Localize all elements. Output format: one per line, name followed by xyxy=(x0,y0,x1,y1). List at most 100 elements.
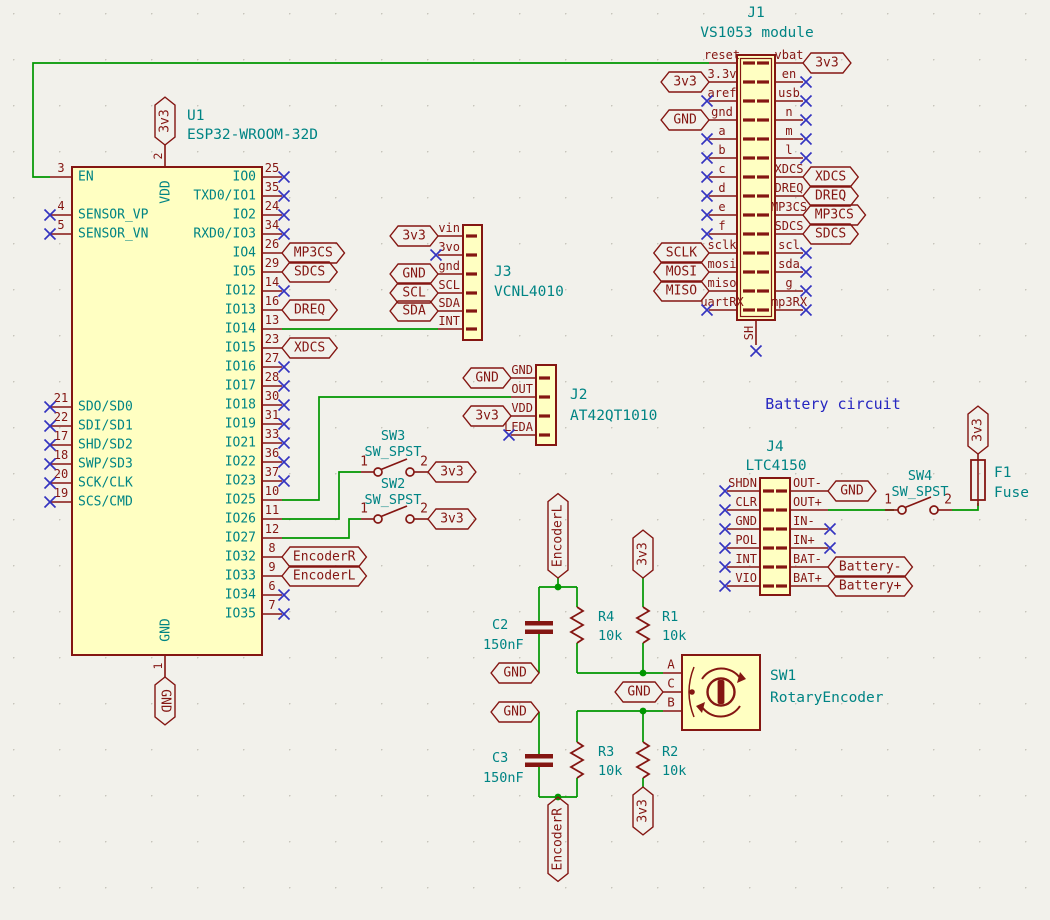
pin-number: 7 xyxy=(268,598,275,612)
pin-name: IN+ xyxy=(793,533,815,547)
net-label-DREQ[interactable]: DREQ xyxy=(281,299,339,321)
power-label-3v3[interactable]: 3v3 xyxy=(632,786,654,836)
j1-vs1053-symbol[interactable] xyxy=(736,54,776,321)
j4-value: LTC4150 xyxy=(745,458,806,474)
pin-name: n xyxy=(785,105,792,119)
pin-name: miso xyxy=(708,276,737,290)
net-label-SDCS[interactable]: SDCS xyxy=(281,261,339,283)
net-label-GND[interactable]: GND xyxy=(490,701,540,723)
pin-number: 9 xyxy=(268,560,275,574)
pin-number: 35 xyxy=(265,180,279,194)
r2-ref: R2 xyxy=(662,744,678,760)
net-label-GND[interactable]: GND xyxy=(660,109,710,131)
pin-name: BAT+ xyxy=(793,571,822,585)
resistor-symbol[interactable] xyxy=(635,606,651,644)
net-label-GND[interactable]: GND xyxy=(827,480,877,502)
net-label-3v3[interactable]: 3v3 xyxy=(462,405,512,427)
pin-name: C xyxy=(667,676,675,691)
power-label-gnd-u1[interactable]: GND xyxy=(154,676,176,726)
pin-name: IO35 xyxy=(225,607,256,622)
no-connect-icon xyxy=(277,170,291,184)
no-connect-icon xyxy=(277,474,291,488)
pin-name: scl xyxy=(778,238,800,252)
pin-name: IO5 xyxy=(233,265,256,280)
pin-name: A xyxy=(667,657,675,672)
net-label-SCL[interactable]: SCL xyxy=(389,282,439,304)
r3-value: 10k xyxy=(598,763,622,779)
pin-name: OUT+ xyxy=(793,495,822,509)
capacitor-plate[interactable] xyxy=(525,621,553,626)
net-label-GND[interactable]: GND xyxy=(462,367,512,389)
pin-number: 20 xyxy=(54,467,68,481)
pin-number: 8 xyxy=(268,541,275,555)
power-label-3v3[interactable]: 3v3 xyxy=(967,405,989,455)
power-label-3v3[interactable]: 3v3 xyxy=(632,529,654,579)
pin-number: 27 xyxy=(265,351,279,365)
net-label-text: XDCS xyxy=(815,170,846,185)
resistor-symbol[interactable] xyxy=(569,741,585,779)
net-label-XDCS[interactable]: XDCS xyxy=(281,337,339,359)
pin-number: 19 xyxy=(54,486,68,500)
j2-at42qt1010-symbol[interactable] xyxy=(535,364,557,446)
capacitor-plate[interactable] xyxy=(525,629,553,635)
net-label-EncoderR[interactable]: EncoderR xyxy=(281,546,368,568)
net-label-GND[interactable]: GND xyxy=(490,662,540,684)
net-label-EncoderR[interactable]: EncoderR xyxy=(547,796,569,883)
wire-io27-sw2[interactable] xyxy=(282,518,361,539)
pin-name: B xyxy=(667,695,675,710)
net-label-SDCS[interactable]: SDCS xyxy=(802,223,860,245)
resistor-symbol[interactable] xyxy=(635,741,651,779)
net-label-text: GND xyxy=(402,267,426,282)
net-label-MISO[interactable]: MISO xyxy=(652,280,710,302)
net-label-text: GND xyxy=(158,689,173,713)
pin-name: vin xyxy=(438,221,460,235)
net-label-3v3[interactable]: 3v3 xyxy=(427,461,477,483)
pin-name: SCL xyxy=(438,278,460,292)
net-label-SDA[interactable]: SDA xyxy=(389,300,439,322)
power-label-3v3[interactable]: 3v3 xyxy=(154,96,176,146)
wire-en-to-reset[interactable] xyxy=(32,62,709,178)
no-connect-icon xyxy=(43,419,57,433)
pin-name: 3vo xyxy=(438,240,460,254)
net-label-3v3[interactable]: 3v3 xyxy=(802,52,852,74)
net-label-text: SDCS xyxy=(294,265,325,280)
wire-io25-touch[interactable] xyxy=(282,396,511,501)
pin-name: IO26 xyxy=(225,512,256,527)
capacitor-plate[interactable] xyxy=(525,754,553,759)
u1-esp32-symbol[interactable] xyxy=(71,166,263,656)
pin-name: mosi xyxy=(708,257,737,271)
pin-name: SDO/SD0 xyxy=(78,400,133,415)
no-connect-icon xyxy=(823,522,837,536)
wire-io26-sw3[interactable] xyxy=(282,471,361,520)
no-connect-icon xyxy=(43,227,57,241)
f1-fuse-symbol[interactable] xyxy=(970,459,986,501)
no-connect-icon xyxy=(277,284,291,298)
pin-name: IO16 xyxy=(225,360,256,375)
pin-name: BAT- xyxy=(793,552,822,566)
net-label-EncoderL[interactable]: EncoderL xyxy=(547,492,569,579)
c2-value: 150nF xyxy=(483,637,524,653)
no-connect-icon xyxy=(823,541,837,555)
net-label-3v3[interactable]: 3v3 xyxy=(427,508,477,530)
net-label-GND[interactable]: GND xyxy=(614,681,664,703)
capacitor-plate[interactable] xyxy=(525,762,553,768)
pin-name: IO25 xyxy=(225,493,256,508)
no-connect-icon xyxy=(749,344,763,358)
pin-name: VDD xyxy=(511,401,533,415)
net-label-3v3[interactable]: 3v3 xyxy=(389,225,439,247)
net-label-3v3[interactable]: 3v3 xyxy=(660,71,710,93)
net-label-Battery-[interactable]: Battery- xyxy=(827,556,914,578)
net-label-EncoderL[interactable]: EncoderL xyxy=(281,565,368,587)
net-label-text: SDA xyxy=(402,304,426,319)
resistor-symbol[interactable] xyxy=(569,606,585,644)
f1-ref: F1 xyxy=(994,465,1011,481)
pin-name: IO2 xyxy=(233,208,256,223)
no-connect-icon xyxy=(799,132,813,146)
no-connect-icon xyxy=(700,208,714,222)
j3-vcnl4010-symbol[interactable] xyxy=(462,224,483,341)
j4-ltc4150-symbol[interactable] xyxy=(759,477,791,596)
net-label-Battery+[interactable]: Battery+ xyxy=(827,575,914,597)
